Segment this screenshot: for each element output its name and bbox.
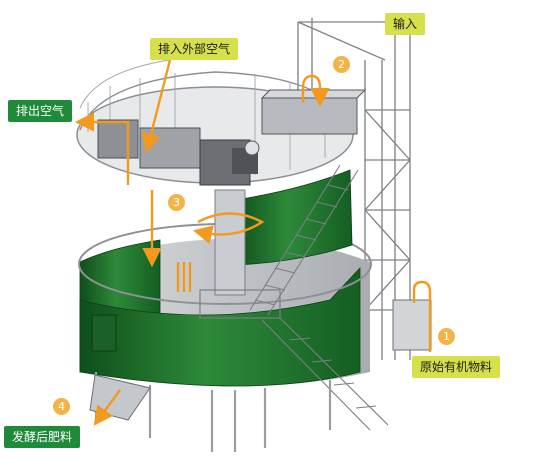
central-shaft [214,189,246,296]
label-exhaust-air: 排出空气 [8,100,73,122]
process-flow-lines [74,59,432,426]
staircase [249,164,389,431]
mid-landing [199,289,281,319]
access-door [91,314,117,352]
step-badge-2: 2 [333,56,350,73]
elevator-tower [297,18,411,360]
discharge-chute [89,374,151,421]
input-hopper [261,97,358,135]
label-vent-external-air: 排入外部空气 [150,38,239,60]
label-raw-organic-material: 原始有机物料 [412,356,501,378]
label-input: 输入 [385,13,426,35]
lower-tank-wall-front [79,266,361,387]
step-badge-4: 4 [53,398,70,415]
label-fermented-fertilizer: 发酵后肥料 [4,426,81,448]
step-badge-3: 3 [168,194,185,211]
feed-box [392,299,432,351]
step-badge-1: 1 [438,328,455,345]
platform-machinery [97,119,260,186]
